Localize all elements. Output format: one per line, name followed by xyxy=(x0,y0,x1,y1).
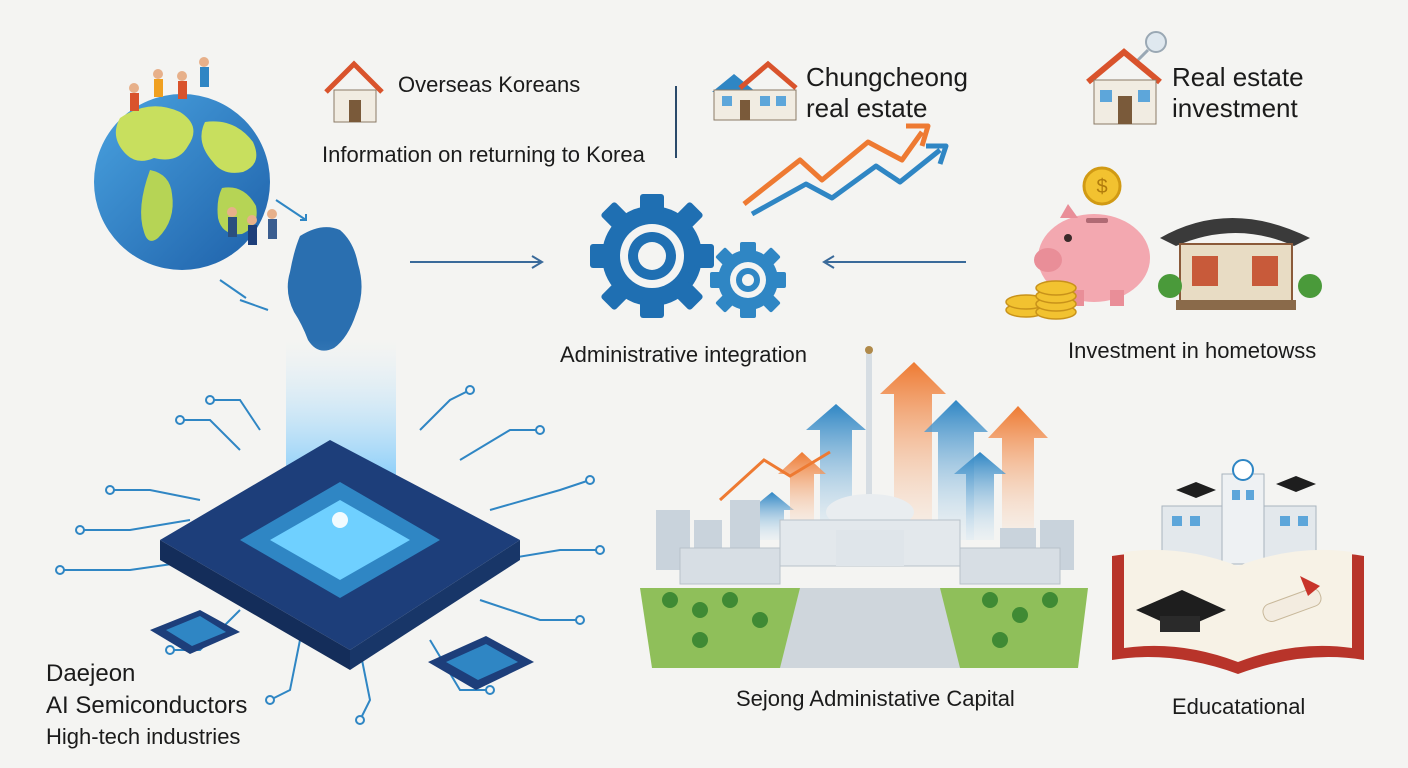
ai-semiconductors-label: AI Semiconductors xyxy=(46,692,248,719)
people-group-icon xyxy=(129,57,277,245)
gear-icon-small xyxy=(710,242,786,318)
arrow-to-gears-right xyxy=(822,255,966,269)
government-building-icon xyxy=(679,494,1061,585)
returning-info-label: Information on returning to Korea xyxy=(322,142,645,167)
flow-arrows-icon xyxy=(219,199,307,311)
arrow-to-gears-left xyxy=(410,255,544,269)
house-icon-real-estate xyxy=(1086,31,1167,125)
administrative-integration-label: Administrative integration xyxy=(560,342,808,367)
small-chip-icon-left xyxy=(150,610,240,654)
trend-arrows-icon xyxy=(742,123,949,217)
gear-icon-large xyxy=(590,194,714,318)
chungcheong-label-line1: Chungcheong xyxy=(806,62,968,92)
school-building-icon xyxy=(1161,459,1317,565)
high-tech-label: High-tech industries xyxy=(46,724,241,749)
overseas-koreans-label: Overseas Koreans xyxy=(398,72,581,97)
coin-stack-icon xyxy=(1005,280,1077,320)
rising-arrows-icon xyxy=(718,362,1048,540)
small-chip-icon-right xyxy=(428,636,534,690)
chungcheong-label-line2: real estate xyxy=(806,93,928,123)
coin-icon: $ xyxy=(1082,166,1122,206)
house-icon-overseas xyxy=(324,60,384,123)
piggy-bank-icon xyxy=(1034,204,1150,306)
educational-label: Educatational xyxy=(1172,694,1306,719)
globe-icon xyxy=(94,94,270,270)
daejeon-label: Daejeon xyxy=(46,660,136,687)
hanok-house-icon xyxy=(1158,218,1322,310)
circuit-nodes xyxy=(55,385,605,725)
house-icon-chungcheong xyxy=(712,60,798,121)
hometown-investment-label: Investment in hometowss xyxy=(1068,338,1317,363)
ai-chip-icon xyxy=(160,440,520,670)
city-plaza-icon xyxy=(640,588,1088,668)
graduation-cap-icon xyxy=(1136,590,1226,632)
sejong-label: Sejong Administative Capital xyxy=(736,686,1015,711)
korea-map-icon xyxy=(287,227,362,351)
diploma-icon xyxy=(1262,576,1322,622)
svg-text:$: $ xyxy=(1096,176,1107,198)
real-estate-label-line1: Real estate xyxy=(1172,62,1304,92)
real-estate-label-line2: investment xyxy=(1172,93,1298,123)
tower-icon xyxy=(865,346,873,502)
